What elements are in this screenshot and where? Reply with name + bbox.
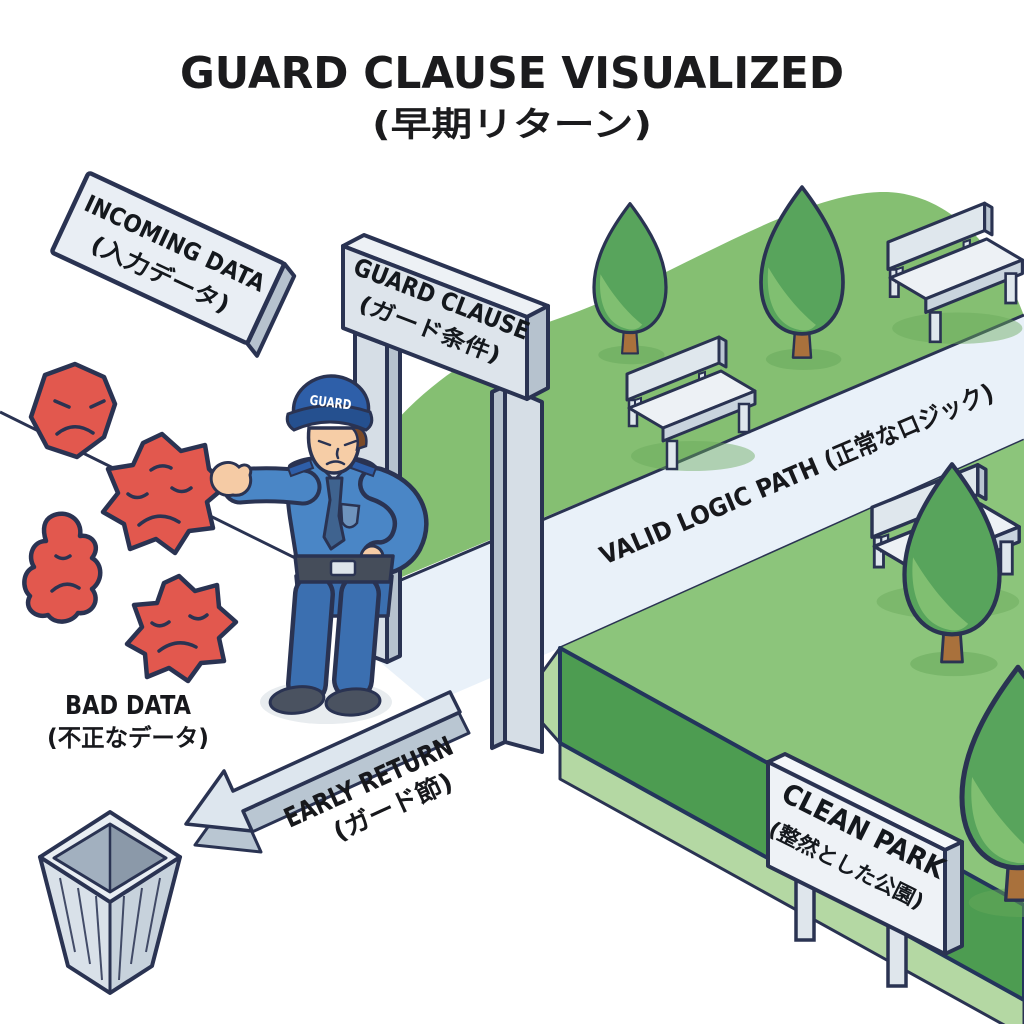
clean-park-sign: CLEAN PARK (整然とした公園) <box>765 752 964 988</box>
sign-face <box>766 760 947 956</box>
gate-right-pillar <box>490 384 544 754</box>
guard-cap-label: GUARD <box>309 393 353 414</box>
bad-data-blob <box>22 511 103 624</box>
guard-cap-brim <box>285 404 374 432</box>
security-guard: GUARD <box>209 374 429 724</box>
guard-tie <box>322 476 346 551</box>
trash-can <box>38 810 182 995</box>
guard-badge <box>339 502 361 529</box>
trash-rim <box>38 810 182 904</box>
guard-belt-buckle <box>329 559 357 577</box>
guard-shoe <box>324 687 382 717</box>
title-subtitle: (早期リターン) <box>372 105 652 145</box>
incoming-data-sign: INCOMING DATA (入力データ) <box>50 171 297 358</box>
bad-data-blob <box>28 361 118 460</box>
title-main: GUARD CLAUSE VISUALIZED <box>180 48 844 99</box>
bad-data-label-en: BAD DATA <box>65 691 191 721</box>
bad-data-blob <box>100 431 229 556</box>
guard-face <box>306 426 362 475</box>
bad-data-label-jp: (不正なデータ) <box>47 724 209 752</box>
guard-cap: GUARD <box>285 374 374 432</box>
bad-data-label: BAD DATA (不正なデータ) <box>47 691 209 752</box>
guard-hand <box>209 460 253 497</box>
sign-face <box>50 171 286 345</box>
guard-face-features <box>317 439 358 466</box>
guard-shoe <box>268 685 326 715</box>
bad-data-blob <box>124 573 239 684</box>
guard-epaulette <box>286 458 315 478</box>
page-title: GUARD CLAUSE VISUALIZED (早期リターン) <box>180 48 844 145</box>
bad-data-blobs <box>22 361 239 684</box>
